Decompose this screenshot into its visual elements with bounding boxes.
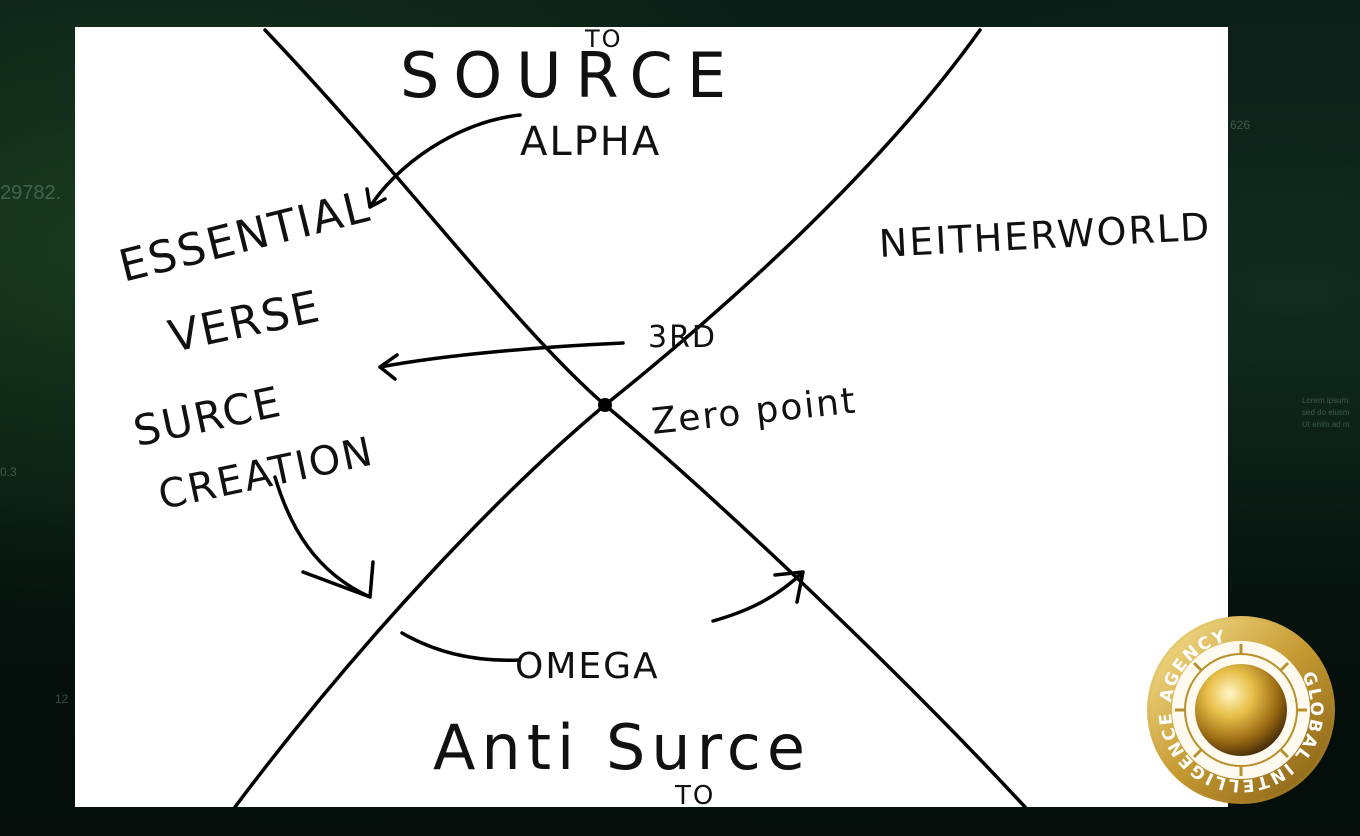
logo-emblem: GLOBAL INTELLIGENCE AGENCY — [1125, 594, 1358, 827]
bg-lorem-3: Ut enim ad m — [1302, 420, 1350, 429]
arrow-omega-to-zero — [711, 570, 805, 623]
title-source: Source — [400, 39, 740, 112]
label-third: 3rd — [648, 320, 718, 355]
label-alpha: Alpha — [520, 119, 662, 165]
agency-logo: GLOBAL INTELLIGENCE AGENCY — [1125, 594, 1358, 827]
bg-lorem-1: Lorem ipsum — [1302, 396, 1349, 405]
bg-number-left: 29782. — [0, 182, 62, 204]
bg-lorem-2: sed do eiusm — [1302, 408, 1350, 417]
arrow-third-to-creation — [378, 341, 625, 381]
zero-point-dot — [598, 398, 612, 412]
whiteboard-drawing — [233, 28, 1027, 807]
whiteboard: to Source Alpha Essential Verse Surce Cr… — [75, 27, 1228, 807]
label-omega: Omega — [515, 646, 660, 687]
superscript-to-top: to — [585, 27, 623, 53]
bg-number-box: 12 — [55, 692, 69, 706]
arrow-creation-down — [273, 475, 375, 599]
line-to-omega — [400, 631, 522, 663]
arrow-alpha-to-essential — [365, 113, 522, 209]
label-anti-source: Anti Surce — [433, 711, 811, 784]
bg-number-right: 626 — [1230, 118, 1251, 132]
bg-number-small: 0.3 — [0, 465, 17, 479]
subscript-to-bottom: to — [675, 781, 716, 807]
